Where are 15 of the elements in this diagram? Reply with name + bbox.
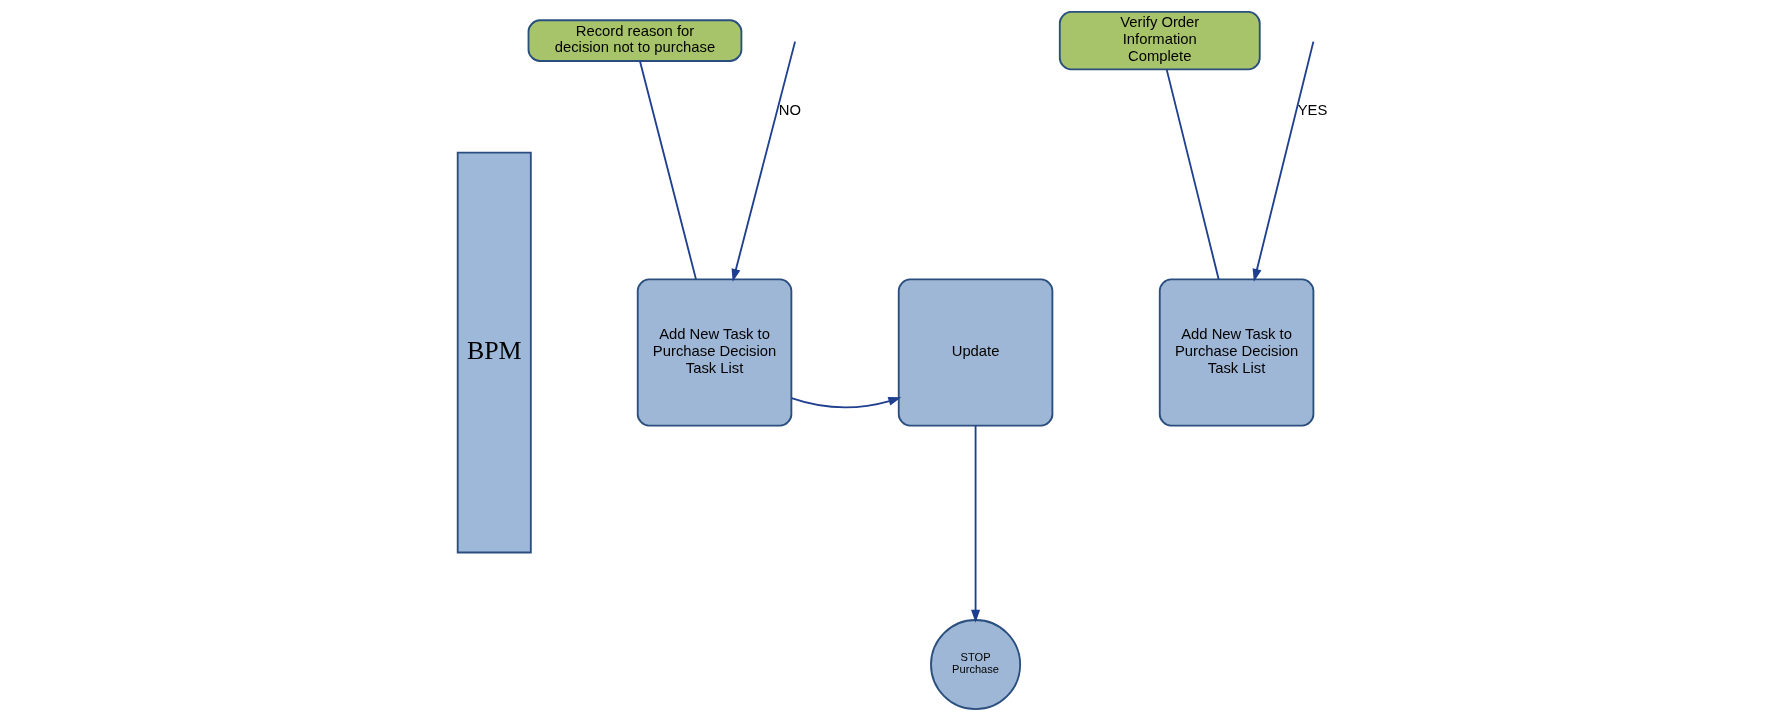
arrow: [971, 424, 981, 623]
connector: [639, 60, 697, 281]
node-box: Add New Task to Purchase Decision Task List: [636, 278, 793, 427]
edge-label: YES: [1297, 101, 1328, 118]
node-box: Update: [897, 278, 1054, 427]
edge-label: NO: [778, 101, 802, 118]
arrow: [731, 40, 796, 282]
arrow: [1252, 40, 1315, 282]
connector: [1165, 68, 1220, 281]
node-box: Add New Task to Purchase Decision Task List: [1158, 278, 1315, 427]
node-circle: STOP Purchase: [930, 619, 1022, 711]
node-box: Verify Order Information Complete: [1058, 11, 1261, 71]
arrow: [790, 396, 902, 409]
node-box: BPM: [456, 151, 532, 554]
node-box: Record reason for decision not to purchase: [527, 19, 743, 62]
